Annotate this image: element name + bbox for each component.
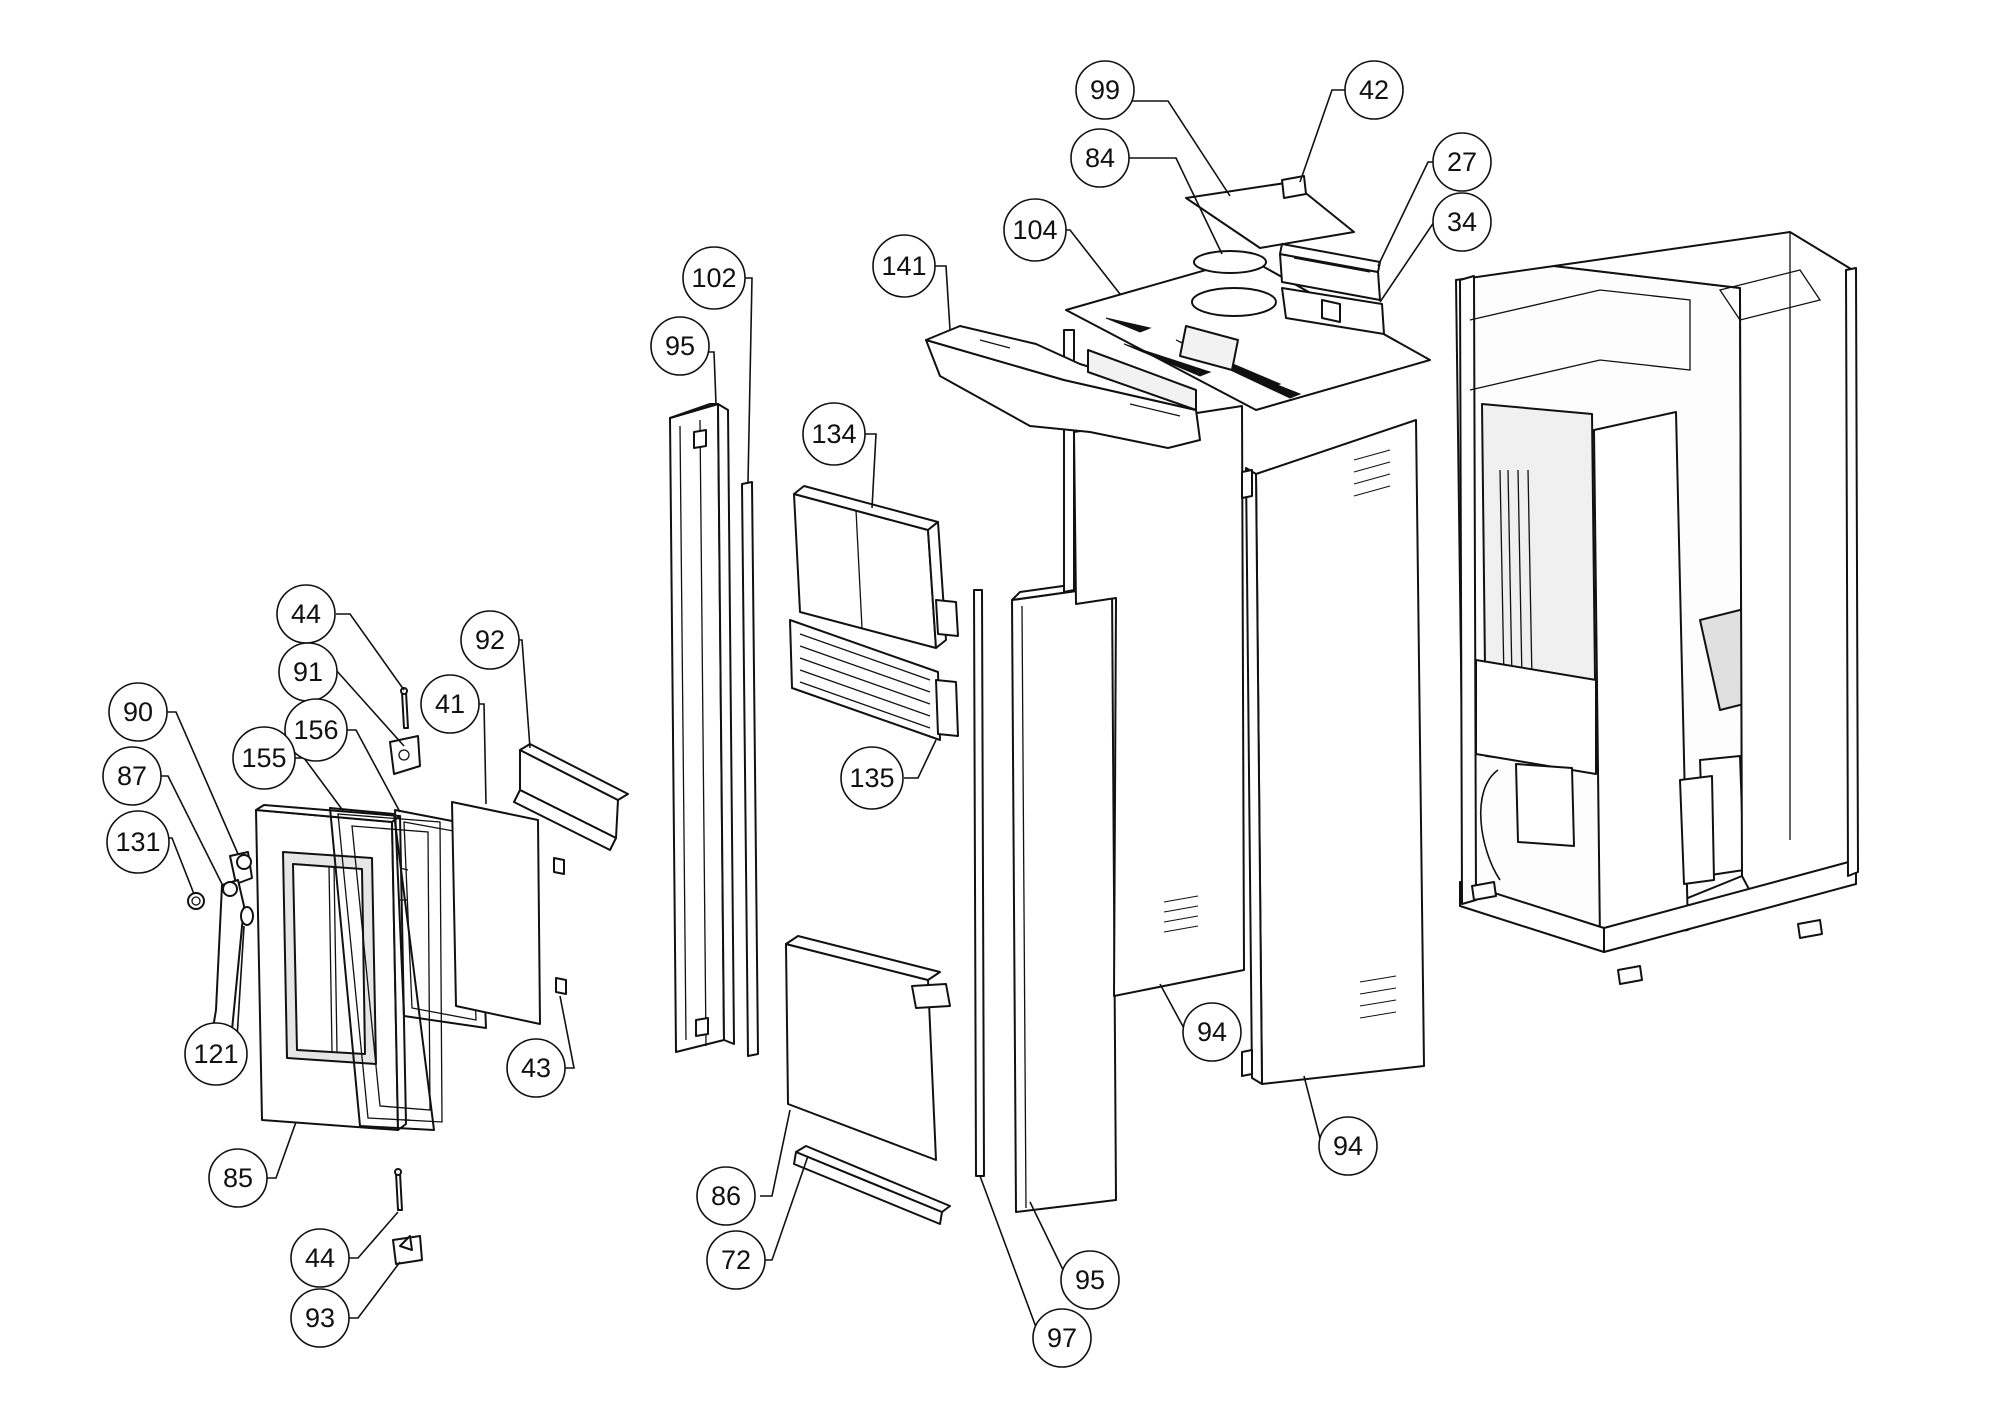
part-34-control-board <box>1281 287 1385 335</box>
callout-93-label: 93 <box>305 1303 335 1333</box>
part-134-cover <box>793 485 959 649</box>
callout-104-label: 104 <box>1012 215 1057 245</box>
part-91-hinge <box>389 735 421 775</box>
part-94-side-panel-front <box>1241 419 1425 1085</box>
callout-155: 155 <box>232 726 296 790</box>
callout-95-upper-label: 95 <box>665 331 695 361</box>
part-85-door <box>255 804 407 1131</box>
part-95-front-column <box>1011 329 1121 1213</box>
callout-131: 131 <box>106 810 170 874</box>
part-27-control-module <box>1279 243 1381 301</box>
part-72-bar <box>793 1145 951 1225</box>
callout-44-upper: 44 <box>276 584 336 644</box>
callout-85-label: 85 <box>223 1163 253 1193</box>
callout-99: 99 <box>1075 60 1135 120</box>
callout-44-lower: 44 <box>290 1228 350 1288</box>
callout-155-label: 155 <box>241 743 286 773</box>
part-43-clip-lower <box>555 977 567 995</box>
callout-86-label: 86 <box>711 1181 741 1211</box>
callout-92-label: 92 <box>475 625 505 655</box>
part-135-grille <box>789 619 959 741</box>
callout-34: 34 <box>1432 192 1492 252</box>
callout-134: 134 <box>802 402 866 466</box>
callout-72-label: 72 <box>721 1245 751 1275</box>
callout-94-front-label: 94 <box>1333 1131 1363 1161</box>
callout-87: 87 <box>102 746 162 806</box>
part-99-lid-plate <box>1185 181 1355 249</box>
part-44-pin-lower <box>394 1168 403 1211</box>
part-104-top-plate <box>1065 257 1431 411</box>
callout-27-label: 27 <box>1447 147 1477 177</box>
callout-99-label: 99 <box>1090 75 1120 105</box>
part-84-disc <box>1193 250 1267 274</box>
part-95-left-panel <box>669 403 735 1053</box>
callout-102: 102 <box>682 246 746 310</box>
callout-94-back: 94 <box>1182 1002 1242 1062</box>
callout-91-label: 91 <box>293 657 323 687</box>
part-131-nut <box>187 892 205 910</box>
part-42-hinge <box>1281 175 1307 199</box>
callout-42-label: 42 <box>1359 75 1389 105</box>
callout-134-label: 134 <box>811 419 856 449</box>
callout-104: 104 <box>1003 198 1067 262</box>
part-86-lower-cover <box>785 935 951 1161</box>
callout-91: 91 <box>278 642 338 702</box>
part-43-clip-upper <box>553 857 565 875</box>
callout-42: 42 <box>1344 60 1404 120</box>
part-155-gasket <box>329 807 443 1131</box>
callout-87-label: 87 <box>117 761 147 791</box>
callout-156: 156 <box>284 698 348 762</box>
callout-93: 93 <box>290 1288 350 1348</box>
callout-135: 135 <box>840 746 904 810</box>
callout-156-label: 156 <box>293 715 338 745</box>
callout-43: 43 <box>506 1038 566 1098</box>
callout-95-lower: 95 <box>1060 1250 1120 1310</box>
part-121-washer <box>240 906 254 926</box>
part-41-glass <box>451 801 541 1025</box>
part-156-glass-frame <box>394 809 487 1121</box>
callout-43-label: 43 <box>521 1053 551 1083</box>
callout-121-label: 121 <box>193 1039 238 1069</box>
stove-body-frame <box>1455 231 1859 985</box>
callout-85: 85 <box>208 1148 268 1208</box>
callout-141: 141 <box>872 234 936 298</box>
callout-141-label: 141 <box>881 251 926 281</box>
callout-95-lower-label: 95 <box>1075 1265 1105 1295</box>
callout-27: 27 <box>1432 132 1492 192</box>
callout-121: 121 <box>184 1022 248 1086</box>
part-44-pin-upper <box>400 687 409 729</box>
part-90-handle-knob <box>229 851 253 885</box>
callout-92: 92 <box>460 610 520 670</box>
part-92-deflector <box>513 743 629 851</box>
part-102-strip <box>741 481 759 1057</box>
callout-84: 84 <box>1070 128 1130 188</box>
callout-97: 97 <box>1032 1308 1092 1368</box>
callout-94-back-label: 94 <box>1197 1017 1227 1047</box>
callout-86: 86 <box>696 1166 756 1226</box>
callout-41: 41 <box>420 674 480 734</box>
callout-41-label: 41 <box>435 689 465 719</box>
callout-131-label: 131 <box>115 827 160 857</box>
callout-94-front: 94 <box>1318 1116 1378 1176</box>
callout-84-label: 84 <box>1085 143 1115 173</box>
callout-90: 90 <box>108 682 168 742</box>
callout-135-label: 135 <box>849 763 894 793</box>
part-97-strip <box>973 589 985 1177</box>
callout-44-upper-label: 44 <box>291 599 321 629</box>
callout-34-label: 34 <box>1447 207 1477 237</box>
callout-44-lower-label: 44 <box>305 1243 335 1273</box>
leader-lines <box>156 89 1454 1339</box>
part-93-bracket <box>392 1235 423 1265</box>
parts-drawing <box>187 175 1859 1265</box>
callout-97-label: 97 <box>1047 1323 1077 1353</box>
part-94-side-panel-back <box>1073 405 1245 997</box>
callout-72: 72 <box>706 1230 766 1290</box>
callout-90-label: 90 <box>123 697 153 727</box>
callout-95-upper: 95 <box>650 316 710 376</box>
callout-102-label: 102 <box>691 263 736 293</box>
